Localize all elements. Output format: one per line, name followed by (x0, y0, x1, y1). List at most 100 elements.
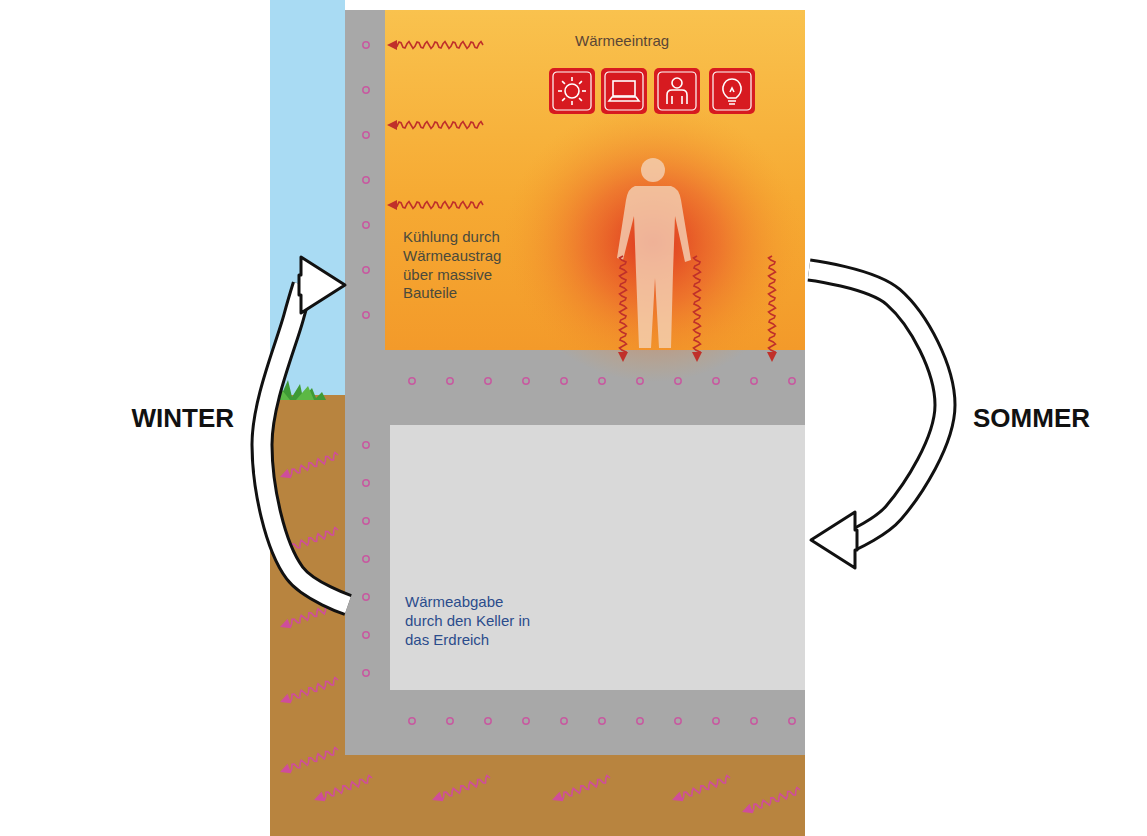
wall-heat-wave-head (387, 40, 397, 50)
heat-source-icon (549, 68, 595, 114)
sun-ray (571, 77, 573, 81)
pipe-dot (713, 378, 719, 384)
soil-heat-wave-head (314, 792, 325, 801)
pipe-dot (363, 594, 369, 600)
heat-source-icons (549, 68, 755, 114)
person-body (617, 186, 691, 348)
pipe-dot (363, 132, 369, 138)
floor-heat-wave-head (692, 352, 702, 362)
wall-heat-wave-head (387, 200, 397, 210)
basement: Wärmeabgabe durch den Keller in das Erdr… (390, 425, 805, 690)
sun-ray (579, 81, 582, 84)
soil-heat-wave-head (280, 694, 291, 703)
pipe-dot (363, 222, 369, 228)
pipe-dot (599, 718, 605, 724)
pipe-dot (789, 718, 795, 724)
icon-glyph (667, 78, 687, 104)
pipe-dot (447, 718, 453, 724)
pipe-dot (409, 718, 415, 724)
cooling-note: Kühlung durch Wärmeaustrag über massive … (403, 228, 527, 303)
pipe-dot (713, 718, 719, 724)
pipe-dot (561, 718, 567, 724)
sun-icon (565, 84, 579, 98)
soil-heat-wave-head (742, 804, 753, 813)
pipe-dot (363, 480, 369, 486)
pipe-dot (675, 718, 681, 724)
soil-heat-wave (287, 747, 338, 771)
pipe-dot (523, 718, 529, 724)
soil-heat-wave-head (672, 792, 683, 801)
sun-ray (582, 90, 586, 92)
sun-ray (562, 98, 565, 101)
floor-heat-wave (620, 256, 627, 354)
floor-heat-wave (694, 256, 701, 354)
icon-tile (654, 68, 700, 114)
pipe-dot (363, 670, 369, 676)
pipe-dot (363, 87, 369, 93)
season-arrow (809, 270, 945, 568)
concrete-structure (345, 10, 805, 755)
icon-tile (709, 68, 755, 114)
sun-ray (558, 90, 562, 92)
heat-glow (503, 102, 803, 382)
bulb-base (728, 88, 736, 104)
sun-ray (571, 101, 573, 105)
floor-heat-wave-head (767, 352, 777, 362)
wall-heat-wave (395, 202, 483, 209)
soil-heat-wave-head (432, 792, 443, 801)
wall-heat-wave (395, 42, 483, 49)
pipe-dot (363, 177, 369, 183)
floor-heat-wave-head (618, 352, 628, 362)
season-label: WINTER (131, 403, 234, 434)
soil-heat-wave-head (280, 469, 291, 478)
season-label: SOMMER (973, 403, 1090, 434)
pipe-dot (363, 312, 369, 318)
laptop-screen (613, 81, 635, 96)
heat-source-icon (601, 68, 647, 114)
arrow-head (299, 257, 345, 313)
icon-frame (553, 72, 591, 110)
person-icon-head (672, 78, 682, 88)
sun-ray (562, 81, 565, 84)
arrow-outline (809, 270, 945, 540)
soil-heat-wave (321, 775, 372, 799)
pipe-dot (751, 718, 757, 724)
heat-source-icon (654, 68, 700, 114)
pipe-dot (523, 378, 529, 384)
soil-heat-wave (679, 775, 730, 799)
pipe-dot (447, 378, 453, 384)
heated-room: WärmeeintragKühlung durch Wärmeaustrag ü… (385, 10, 805, 350)
soil-heat-wave-head (280, 764, 291, 773)
arrow-body (262, 285, 348, 605)
person-icon-body (667, 90, 687, 104)
pipe-dot (789, 378, 795, 384)
season-arrow (262, 257, 348, 605)
icon-glyph (558, 77, 586, 105)
icon-glyph (609, 81, 639, 101)
pipe-dot (363, 556, 369, 562)
pipe-dot (363, 42, 369, 48)
soil-heat-wave-head (552, 792, 563, 801)
laptop-base (609, 97, 639, 101)
pipe-dot (409, 378, 415, 384)
pipe-dot (599, 378, 605, 384)
soil-heat-wave (287, 677, 338, 701)
pipe-dot (485, 378, 491, 384)
heat-gain-label: Wärmeeintrag (575, 32, 725, 51)
heat-source-icon (709, 68, 755, 114)
person-silhouette (617, 158, 691, 348)
heat-waves (387, 40, 777, 362)
icon-frame (713, 72, 751, 110)
icon-glyph (723, 79, 741, 104)
pipe-dot (363, 518, 369, 524)
pipe-dot (363, 267, 369, 273)
pipe-dot (363, 442, 369, 448)
person-head (641, 158, 665, 182)
icon-tile (601, 68, 647, 114)
sun-ray (579, 98, 582, 101)
pipe-dot (485, 718, 491, 724)
icon-tile (549, 68, 595, 114)
pipe-dot (637, 718, 643, 724)
